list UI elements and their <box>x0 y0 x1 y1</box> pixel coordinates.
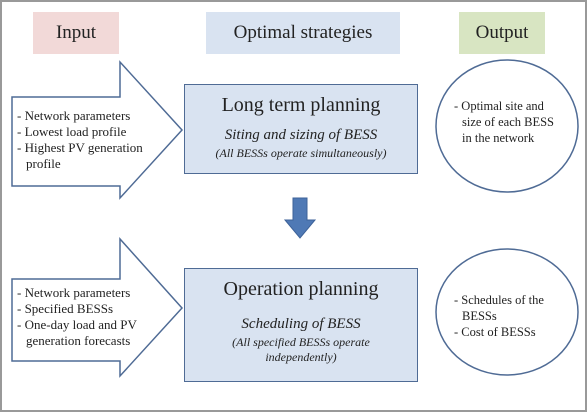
input-header-label: Input <box>55 22 97 43</box>
long-term-note: (All BESSs operate simultaneously) <box>215 146 387 160</box>
input-2-item: - Specified BESSs <box>17 301 114 316</box>
long-term-subtitle: Siting and sizing of BESS <box>224 127 378 143</box>
output-text-1: - Optimal site and size of each BESS in … <box>454 98 554 146</box>
down-arrow-icon <box>283 197 317 239</box>
operation-note-line-2: independently) <box>265 350 337 364</box>
input-1-item: - Network parameters <box>17 108 131 123</box>
output-ellipse-2 <box>435 248 579 376</box>
output-1-line: in the network <box>462 131 535 145</box>
strategies-header-label: Optimal strategies <box>233 22 373 43</box>
operation-subtitle: Scheduling of BESS <box>241 316 361 332</box>
output-1-line: size of each BESS <box>462 115 554 129</box>
output-2-line: - Cost of BESSs <box>454 325 536 339</box>
input-list-2: - Network parameters - Specified BESSs -… <box>17 285 137 349</box>
strategies-header: Optimal strategies <box>206 12 400 54</box>
input-1-item: - Highest PV generation <box>17 140 143 155</box>
output-2-line: BESSs <box>462 309 497 323</box>
input-list-1: - Network parameters - Lowest load profi… <box>17 108 143 172</box>
output-ellipse-1 <box>435 59 579 193</box>
output-header-label: Output <box>475 22 529 43</box>
input-header: Input <box>33 12 119 54</box>
input-1-item: - Lowest load profile <box>17 124 127 139</box>
output-2-line: - Schedules of the <box>454 293 544 307</box>
input-arrow-2 <box>11 237 184 378</box>
output-header: Output <box>459 12 545 54</box>
long-term-title: Long term planning <box>221 94 381 116</box>
output-1-line: - Optimal site and <box>454 99 544 113</box>
input-2-item: generation forecasts <box>26 333 131 348</box>
operation-title: Operation planning <box>223 278 379 300</box>
operation-note-line-1: (All specified BESSs operate <box>232 335 370 349</box>
operation-planning-box: Operation planning Scheduling of BESS (A… <box>184 268 418 382</box>
input-arrow-1 <box>11 60 184 200</box>
output-text-2: - Schedules of the BESSs - Cost of BESSs <box>454 292 544 340</box>
input-2-item: - Network parameters <box>17 285 131 300</box>
input-1-item: profile <box>26 156 61 171</box>
input-2-item: - One-day load and PV <box>17 317 137 332</box>
long-term-planning-box: Long term planning Siting and sizing of … <box>184 84 418 174</box>
